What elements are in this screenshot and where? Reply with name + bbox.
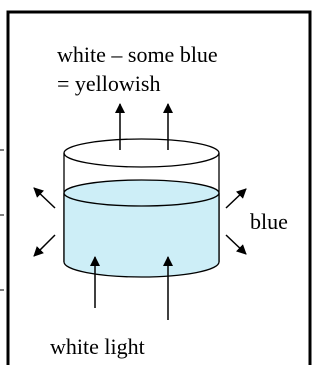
water-body: [64, 193, 219, 277]
beaker: [63, 138, 220, 278]
caption-top-line-2: = yellowish: [57, 71, 160, 96]
caption-blue: blue: [250, 209, 288, 234]
arrow-scatter-lower-right: [225, 234, 247, 255]
arrow-scatter-upper-right: [225, 188, 247, 209]
water-surface: [63, 179, 220, 207]
beaker-bottom: [63, 261, 220, 278]
arrow-scatter-upper-left: [33, 187, 56, 209]
beaker-rim: [63, 138, 220, 168]
arrow-scatter-lower-left: [33, 234, 56, 257]
caption-top-line-1: white – some blue: [57, 42, 218, 67]
figure-frame: [6, 10, 312, 365]
caption-white-light: white light: [50, 334, 145, 359]
